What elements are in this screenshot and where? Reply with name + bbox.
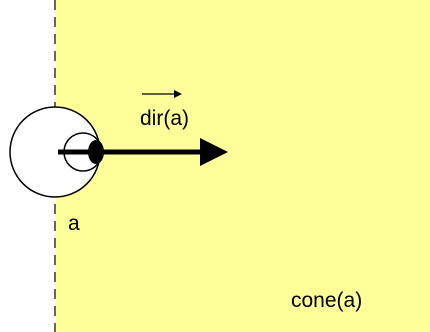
cone-region	[56, 0, 430, 332]
direction-label: dir(a)	[140, 107, 189, 130]
cone-label: cone(a)	[291, 289, 362, 312]
vector-mark-head	[174, 90, 182, 98]
arrow-right-icon	[58, 138, 228, 166]
direction-vector-mark	[142, 90, 182, 98]
direction-arrow-head	[200, 138, 228, 166]
agent-label: a	[68, 212, 80, 235]
